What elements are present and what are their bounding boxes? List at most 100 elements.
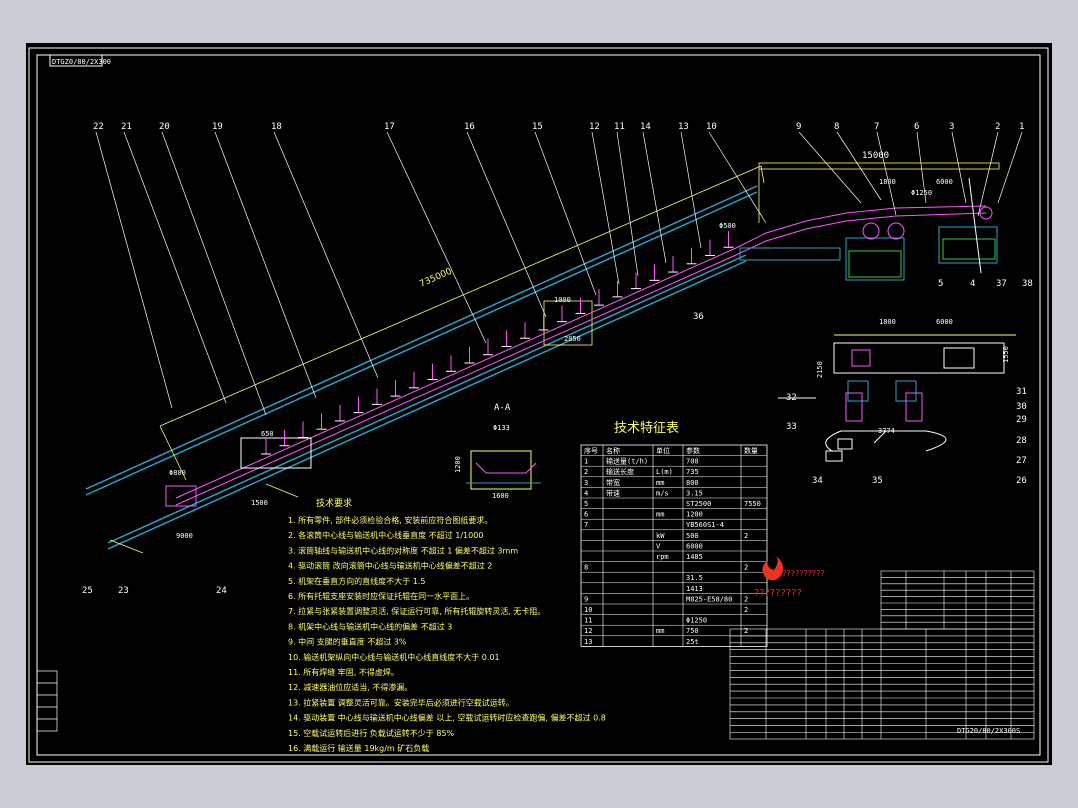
- table-header-cell: 名称: [606, 446, 620, 455]
- table-cell: 1485: [686, 553, 703, 561]
- table-cell: 1: [584, 458, 588, 466]
- drawing-code-top: DTGZ0/80/2X300: [52, 58, 111, 66]
- table-cell: 3: [584, 479, 588, 487]
- table-cell: 12: [584, 627, 592, 635]
- balloon-number: 27: [1016, 456, 1027, 466]
- code-box: [49, 54, 103, 67]
- balloon-number: 1: [1019, 122, 1024, 132]
- requirement-line: 14. 驱动装置 中心线与输送机中心线偏差 以上, 空载试运转时应检查跑偏, 偏…: [288, 713, 606, 723]
- plan-view: [778, 334, 1016, 462]
- inner-frame: [36, 54, 1041, 756]
- balloon-number: 5: [938, 279, 943, 289]
- table-cell: 1200: [686, 511, 703, 519]
- leader-line: [642, 131, 667, 264]
- plan-dim-2150: 2150: [816, 361, 824, 378]
- technical-requirements: 技术要求 1. 所有零件, 部件必须检验合格, 安装前应符合图纸要求。2. 各滚…: [288, 497, 606, 753]
- table-cell: 带宽: [606, 478, 620, 487]
- requirement-line: 5. 机架在垂直方向的直线度不大于 1.5: [288, 576, 425, 586]
- stamp-text-2: ?????????: [754, 588, 802, 599]
- leader-line: [916, 131, 927, 204]
- table-cell: rpm: [656, 553, 669, 561]
- requirement-line: 7. 拉紧与张紧装置调整灵活, 保证运行可靠, 所有托辊旋转灵活, 无卡阻。: [288, 606, 545, 616]
- table-cell: ST2500: [686, 500, 711, 508]
- table-cell: 3.15: [686, 489, 703, 497]
- leader-line: [534, 131, 597, 296]
- table-cell: 8: [584, 564, 588, 572]
- requirements-title: 技术要求: [316, 497, 352, 509]
- balloon-number: 31: [1016, 387, 1027, 397]
- requirement-line: 1. 所有零件, 部件必须检验合格, 安装前应符合图纸要求。: [288, 515, 492, 525]
- requirement-line: 16. 满载运行 输送量 19kg/m 矿石负载: [288, 743, 429, 753]
- table-cell: 输送长度: [606, 467, 634, 476]
- leader-line: [214, 131, 317, 399]
- table-header-cell: 单位: [656, 446, 670, 455]
- balloon-number: 28: [1016, 436, 1027, 446]
- section-aa-dim-top: Φ133: [493, 424, 510, 432]
- table-header-cell: 数量: [744, 446, 758, 455]
- table-cell: 2: [744, 606, 748, 614]
- table-cell: 带速: [606, 489, 620, 497]
- balloon-number: 30: [1016, 402, 1027, 412]
- leader-line: [708, 131, 767, 224]
- balloon-number: 37: [996, 279, 1007, 289]
- dim-9000: 9000: [176, 532, 193, 540]
- leader-line: [876, 131, 897, 216]
- table-cell: 输送量(t/h): [606, 457, 648, 466]
- plan-dim-1800: 1800: [879, 318, 896, 326]
- dim-head-1800: 1800: [879, 178, 896, 186]
- table-cell: 13: [584, 638, 592, 646]
- balloon-number: 7: [874, 122, 879, 132]
- table-cell: 4: [584, 489, 588, 497]
- balloon-number: 18: [271, 122, 282, 132]
- table-cell: Φ1250: [686, 617, 707, 625]
- balloon-number: 32: [786, 393, 797, 403]
- balloon-number: 17: [384, 122, 395, 132]
- balloon-number: 12: [589, 122, 600, 132]
- leader-line: [951, 131, 967, 204]
- table-cell: 6000: [686, 542, 703, 550]
- dim-dia-1250: Φ1250: [911, 189, 932, 197]
- belt-lines: [85, 185, 758, 550]
- leader-line: [977, 131, 999, 217]
- plan-dim-3774: 3774: [878, 427, 895, 435]
- table-cell: kW: [656, 532, 665, 540]
- dim-650: 650: [261, 430, 274, 438]
- incline-dimension-lines: [109, 162, 1000, 554]
- table-cell: 9: [584, 595, 588, 603]
- balloon-number: 34: [812, 476, 823, 486]
- balloon-number: 11: [614, 122, 625, 132]
- dim-head-6000: 6000: [936, 178, 953, 186]
- table-cell: 700: [686, 458, 699, 466]
- balloon-number: 24: [216, 586, 227, 596]
- table-cell: 735: [686, 468, 699, 476]
- dim-head-span: 15000: [862, 151, 889, 161]
- table-cell: 2: [584, 468, 588, 476]
- leader-line: [798, 131, 862, 204]
- requirement-line: 10. 输送机架纵向中心线与输送机中心线直线度不大于 0.01: [288, 652, 500, 662]
- table-cell: 5: [584, 500, 588, 508]
- table-cell: M825-E58/80: [686, 595, 732, 603]
- balloon-number: 36: [693, 312, 704, 322]
- table-cell: 2: [744, 564, 748, 572]
- leader-line: [466, 131, 547, 318]
- leader-line: [123, 131, 227, 404]
- table-cell: YB560S1-4: [686, 521, 724, 529]
- balloon-number: 4: [970, 279, 975, 289]
- leader-line: [616, 131, 639, 277]
- tech-table-title: 技术特征表: [614, 421, 679, 436]
- table-frame: [580, 444, 768, 647]
- section-aa-dim-side: 1200: [454, 456, 462, 473]
- balloon-number: 38: [1022, 279, 1033, 289]
- requirement-line: 9. 中间 支腿的垂直度 不超过 3%: [288, 637, 407, 647]
- table-cell: 25t: [686, 638, 699, 646]
- leader-line: [836, 131, 882, 201]
- leader-line: [95, 131, 173, 409]
- leader-line: [997, 131, 1023, 204]
- requirement-line: 6. 所有托辊支座安装时应保证托辊在同一水平面上。: [288, 591, 474, 601]
- table-cell: 7: [584, 521, 588, 529]
- balloon-number: 33: [786, 422, 797, 432]
- table-cell: 31.5: [686, 574, 703, 582]
- dim-dia-500: Φ500: [719, 222, 736, 230]
